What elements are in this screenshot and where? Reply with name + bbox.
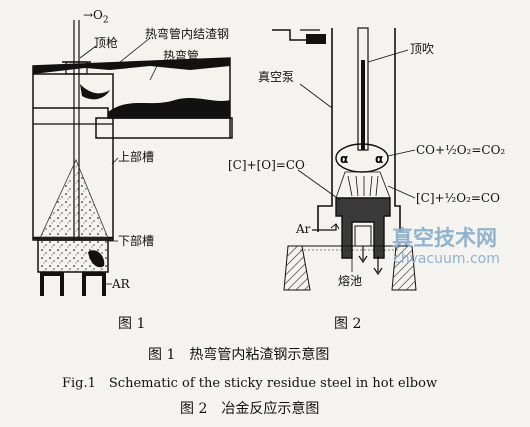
caption-fig2-cn: 图 2 冶金反应示意图 <box>180 401 320 417</box>
caption-fig1-cn: 图 1 热弯管内粘渣钢示意图 <box>148 347 330 363</box>
lower-vessel <box>37 239 109 296</box>
fig1-sublabel: 图 1 <box>118 316 146 332</box>
splash-region <box>335 171 391 199</box>
top-blow-lance <box>357 27 369 151</box>
equation-c-co: [C]+½O₂=CO <box>416 191 500 205</box>
splash-cone <box>39 158 109 239</box>
ar-label-fig2: Ar <box>296 222 311 236</box>
top-blow-label: 顶吹 <box>410 42 435 56</box>
equation-c-o: [C]+[O]=CO <box>228 158 305 172</box>
fig2-leaders <box>297 49 416 272</box>
lower-vessel-label: 下部槽 <box>118 234 155 248</box>
outflow-arrow <box>373 256 383 276</box>
upper-vessel-label: 上部槽 <box>118 150 155 164</box>
fig2-sublabel: 图 2 <box>334 316 362 332</box>
equation-co-co2: CO+½O₂=CO₂ <box>416 143 506 157</box>
figure-2: α α <box>272 27 417 291</box>
ladle-walls <box>283 245 417 291</box>
hot-elbow <box>32 57 233 139</box>
vacuum-pump-label: 真空泵 <box>258 70 295 84</box>
molten-steel <box>335 197 391 264</box>
ar-label-fig1: AR <box>112 277 130 291</box>
figure-1 <box>32 20 233 296</box>
watermark-url: chvacuum.com <box>393 251 500 267</box>
vacuum-pump-symbol <box>272 29 326 44</box>
caption-fig1-en: Fig.1 Schematic of the sticky residue st… <box>62 376 438 391</box>
o2-label: →O2 <box>83 8 109 26</box>
watermark-cn: 真空技术网 <box>392 225 497 250</box>
svg-text:α: α <box>375 152 383 166</box>
residue-label: 热弯管内结渣钢 <box>145 27 230 41</box>
lance-label: 顶枪 <box>94 36 119 50</box>
hot-elbow-label: 热弯管 <box>163 49 200 63</box>
svg-text:α: α <box>340 152 348 166</box>
molten-pool-label: 熔池 <box>338 274 363 288</box>
vacuum-vessel <box>317 28 401 232</box>
argon-inlet <box>312 223 340 231</box>
fig1-leaders <box>79 37 161 285</box>
